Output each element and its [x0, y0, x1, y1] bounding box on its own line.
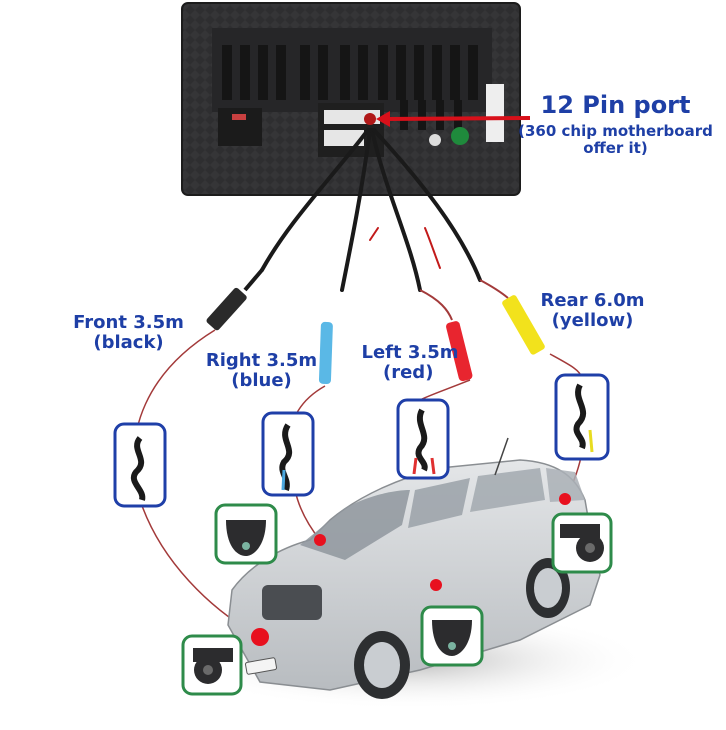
- head-unit: [181, 2, 521, 196]
- port-subtitle-line2: offer it): [583, 138, 648, 157]
- cable-box-rear: [554, 373, 610, 461]
- camera-box-left: [420, 605, 484, 667]
- mount-point-front: [251, 628, 269, 646]
- rear-name-length: Rear 6.0m: [540, 290, 645, 311]
- left-color: (red): [383, 362, 434, 384]
- right-connector: [318, 321, 333, 385]
- port-label: 12 Pin port (360 chip motherboard offer …: [508, 92, 723, 156]
- rear-camera-label: Rear 6.0m (yellow): [535, 290, 650, 332]
- front-name-length: Front 3.5m: [73, 312, 184, 333]
- port-arrow: [376, 111, 531, 127]
- car-illustration: [227, 437, 601, 699]
- port-title: 12 Pin port: [540, 91, 691, 119]
- twelve-pin-connector: [364, 113, 376, 125]
- mount-points: [251, 493, 571, 646]
- front-camera-label: Front 3.5m (black): [66, 312, 191, 354]
- left-camera-label: Left 3.5m (red): [355, 342, 465, 384]
- rear-color: (yellow): [551, 310, 634, 332]
- coiled-cable-icon: [279, 423, 293, 491]
- right-color: (blue): [231, 370, 292, 392]
- left-connector: [419, 289, 473, 382]
- front-wheel: [354, 631, 410, 699]
- engine: [262, 585, 322, 620]
- front-color: (black): [93, 332, 164, 354]
- coiled-cable-icon: [415, 408, 428, 472]
- cable-box-right: [261, 411, 315, 497]
- port-subtitle-line1: (360 chip motherboard: [518, 121, 713, 140]
- antenna-port: [451, 127, 469, 145]
- camera-box-right: [214, 503, 278, 565]
- left-name-length: Left 3.5m: [361, 342, 459, 363]
- mount-point-rear: [559, 493, 571, 505]
- connector-block: [218, 108, 262, 146]
- right-camera-label: Right 3.5m (blue): [199, 350, 324, 392]
- camera-box-rear: [551, 512, 613, 574]
- heat-fins: [222, 45, 478, 130]
- dome-camera-icon: [432, 620, 472, 656]
- coiled-cable-icon: [573, 383, 587, 450]
- antenna: [494, 437, 509, 476]
- right-name-length: Right 3.5m: [205, 350, 318, 371]
- main-cables: [260, 128, 482, 292]
- dome-camera-icon: [226, 520, 266, 556]
- cable-box-front: [113, 422, 167, 508]
- camera-box-front: [181, 634, 243, 696]
- front-connector: [206, 268, 264, 331]
- coiled-cable-icon: [130, 436, 146, 501]
- mount-point-right: [314, 534, 326, 546]
- rear-connector: [479, 279, 545, 355]
- cable-box-left: [396, 398, 450, 480]
- mount-point-left: [430, 579, 442, 591]
